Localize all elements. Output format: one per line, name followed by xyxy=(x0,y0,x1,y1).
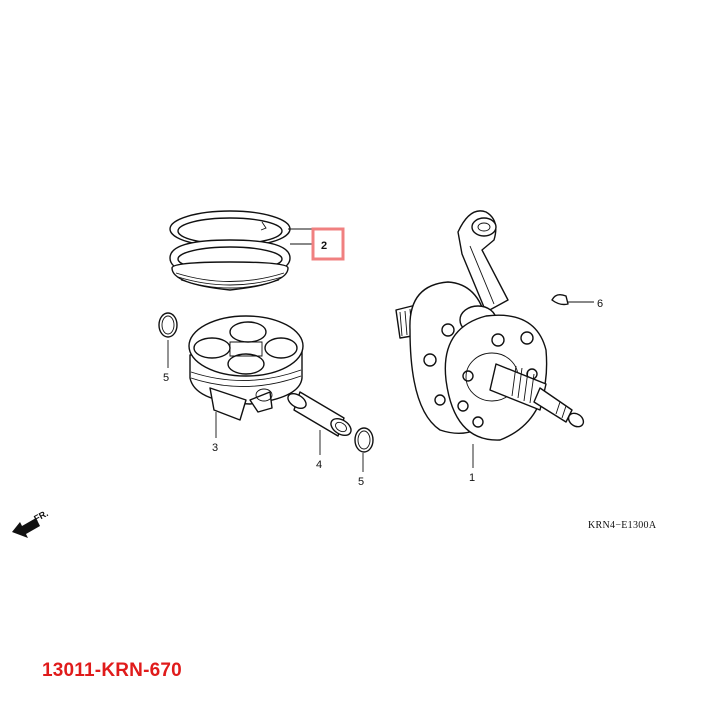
piston-ring-set[interactable] xyxy=(169,210,291,291)
part-number-label: 13011-KRN-670 xyxy=(42,660,182,681)
crankshaft[interactable] xyxy=(395,210,586,441)
callout-3[interactable]: 3 xyxy=(212,442,218,454)
callout-2-highlight xyxy=(311,227,345,261)
drawing-code: KRN4−E1300A xyxy=(588,520,657,531)
callout-5-right[interactable]: 5 xyxy=(358,476,364,488)
piston[interactable] xyxy=(188,315,304,421)
callout-1[interactable]: 1 xyxy=(469,472,475,484)
callout-5-left[interactable]: 5 xyxy=(163,372,169,384)
front-label: FR. xyxy=(32,508,49,524)
callout-6[interactable]: 6 xyxy=(597,298,603,310)
callout-2[interactable]: 2 xyxy=(321,240,327,252)
callout-4[interactable]: 4 xyxy=(316,459,322,471)
piston-pin-clip-right[interactable] xyxy=(354,427,374,453)
front-arrow-icon: FR. xyxy=(12,508,50,538)
woodruff-key[interactable] xyxy=(551,293,569,306)
piston-pin[interactable] xyxy=(285,391,354,439)
piston-pin-clip-left[interactable] xyxy=(158,312,178,338)
